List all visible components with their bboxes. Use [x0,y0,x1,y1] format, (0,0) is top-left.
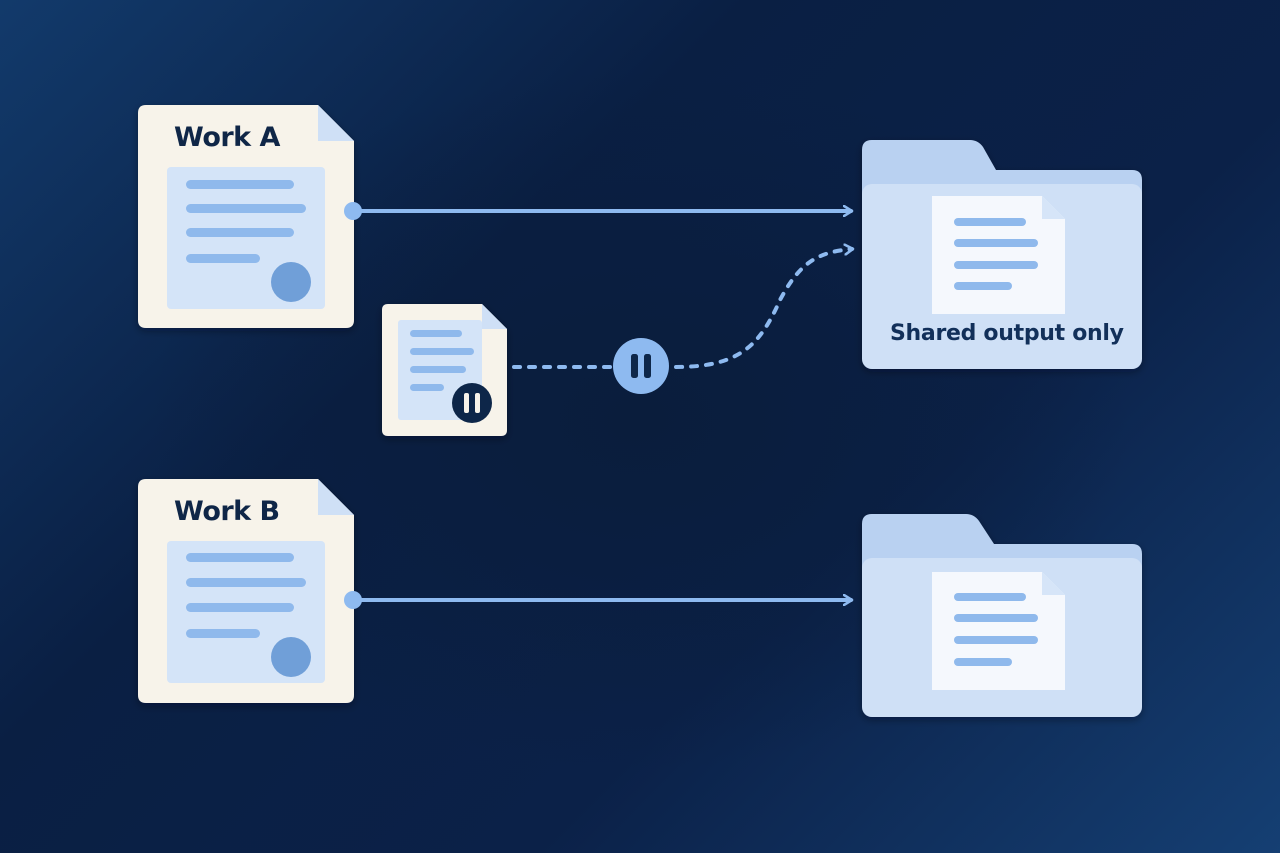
arrow-work-b-to-separate-folder [344,591,851,609]
separate-folder-text-line [954,593,1026,601]
separate-folder-text-line [954,614,1038,622]
work-b-title: Work B [174,496,280,527]
pause-icon [613,338,669,394]
work-a-text-line [186,254,260,263]
shared-folder-text-line [954,218,1026,226]
work-b-text-line [186,603,294,612]
work-a-text-line [186,228,294,237]
work-b-folded-corner [318,479,354,515]
work-b-document [138,479,354,703]
small-paused-document [382,304,507,436]
shared-folder-document-corner [1042,196,1065,219]
separate-folder-document-corner [1042,572,1065,595]
separate-folder [862,514,1142,717]
work-b-text-line [186,578,306,587]
small-document-folded-corner [482,304,507,329]
dotted-arrow-paused-to-shared-folder [512,249,852,394]
connector-start-dot [344,202,362,220]
small-document-text-line [410,384,444,391]
small-document-text-line [410,348,474,355]
work-a-text-line [186,180,294,189]
shared-folder [862,140,1142,369]
small-document-text-line [410,366,466,373]
shared-folder-text-line [954,261,1038,269]
work-b-text-line [186,629,260,638]
pause-icon [452,383,492,423]
work-a-text-line [186,204,306,213]
work-b-text-line [186,553,294,562]
connector-start-dot [344,591,362,609]
separate-folder-text-line [954,658,1012,666]
work-a-seal [271,262,311,302]
shared-folder-caption: Shared output only [890,321,1124,346]
work-a-title: Work A [174,122,280,153]
work-b-seal [271,637,311,677]
shared-folder-text-line [954,282,1012,290]
shared-folder-text-line [954,239,1038,247]
small-document-text-line [410,330,462,337]
work-a-document [138,105,354,328]
work-a-folded-corner [318,105,354,141]
arrow-work-a-to-shared-folder [344,202,851,220]
separate-folder-text-line [954,636,1038,644]
